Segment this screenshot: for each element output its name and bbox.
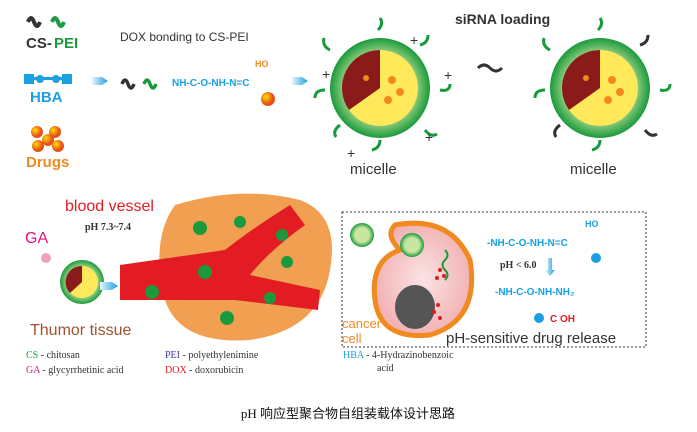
dox-icon (591, 253, 601, 263)
formula-bottom: -NH-C-O-NH-NH₂ (495, 287, 574, 298)
svg-text:+: + (347, 145, 355, 161)
ga-micelle-icon (41, 253, 104, 304)
svg-text:+: + (444, 67, 452, 83)
charge-plus-signs: + + + + + (322, 32, 452, 161)
micelle-icon (313, 17, 452, 152)
formula-top-ho: HO (585, 219, 599, 229)
cs-pei-label-cs: CS- (26, 35, 52, 52)
hba-label: HBA (30, 89, 63, 106)
formula-bottom-oh: C OH (550, 314, 575, 325)
sirna-icon (441, 249, 449, 281)
micelle-label-2: micelle (570, 161, 617, 178)
drugs-icon (31, 126, 64, 152)
micelle-sirna-icon (533, 17, 672, 152)
svg-text:HBA - 4-Hydrazinobenzoic: HBA - 4-Hydrazinobenzoic (343, 350, 454, 361)
cancer-cell-label-2: cell (342, 331, 362, 346)
svg-text:acid: acid (377, 363, 394, 374)
formula-top: -NH-C-O-NH-N=C (487, 238, 568, 249)
conjugate-formula: NH-C-O-NH-N=C (172, 78, 250, 89)
legend: CS - chitosan GA - glycyrrhetinic acid P… (26, 350, 454, 376)
svg-text:+: + (425, 129, 433, 145)
dox-bonding-label: DOX bonding to CS-PEI (120, 30, 249, 44)
ph-blood-label: pH 7.3~7.4 (85, 222, 131, 233)
svg-text:GA - glycyrrhetinic acid: GA - glycyrrhetinic acid (26, 365, 123, 376)
micelle-label-1: micelle (350, 161, 397, 178)
release-panel-border (341, 211, 647, 348)
arrow-icon (100, 282, 118, 290)
dox-drug-icon (261, 92, 275, 106)
arrow-down-icon (545, 258, 555, 276)
ph-threshold-label: pH < 6.0 (500, 260, 537, 271)
cs-pei-label-pei: PEI (54, 35, 78, 52)
sirna-loading-label: siRNA loading (455, 11, 550, 27)
arrow-icon (92, 77, 108, 85)
micelle-icon (400, 233, 424, 257)
blood-vessel-shape (120, 205, 320, 310)
svg-text:CS - chitosan: CS - chitosan (26, 350, 80, 361)
conjugate-ho: HO (255, 59, 269, 69)
micelle-icon (350, 223, 374, 247)
legend-abbr: CS (26, 350, 38, 361)
drugs-label: Drugs (26, 154, 69, 171)
micelle-particles (145, 216, 293, 325)
blood-vessel-label: blood vessel (65, 198, 154, 215)
dox-icon (534, 313, 544, 323)
conjugate-chain-icon (120, 78, 158, 90)
svg-text:+: + (410, 32, 418, 48)
tumor-tissue-label: Thumor tissue (30, 322, 131, 339)
released-drug-dots (432, 268, 446, 320)
arrow-icon (292, 77, 308, 85)
figure-caption: pH 响应型聚合物自组装载体设计思路 (241, 406, 455, 421)
svg-text:+: + (322, 66, 330, 82)
sirna-icon (476, 63, 504, 73)
nucleus-shape (395, 285, 435, 329)
ga-label: GA (25, 230, 48, 247)
hba-icon (24, 74, 72, 84)
cs-pei-icon (26, 16, 66, 28)
cancer-cell-label: cancer (342, 316, 382, 331)
svg-text:DOX - doxorubicin: DOX - doxorubicin (165, 365, 243, 376)
ph-release-label: pH-sensitive drug release (446, 330, 616, 347)
svg-text:PEI - polyethylenimine: PEI - polyethylenimine (165, 350, 259, 361)
